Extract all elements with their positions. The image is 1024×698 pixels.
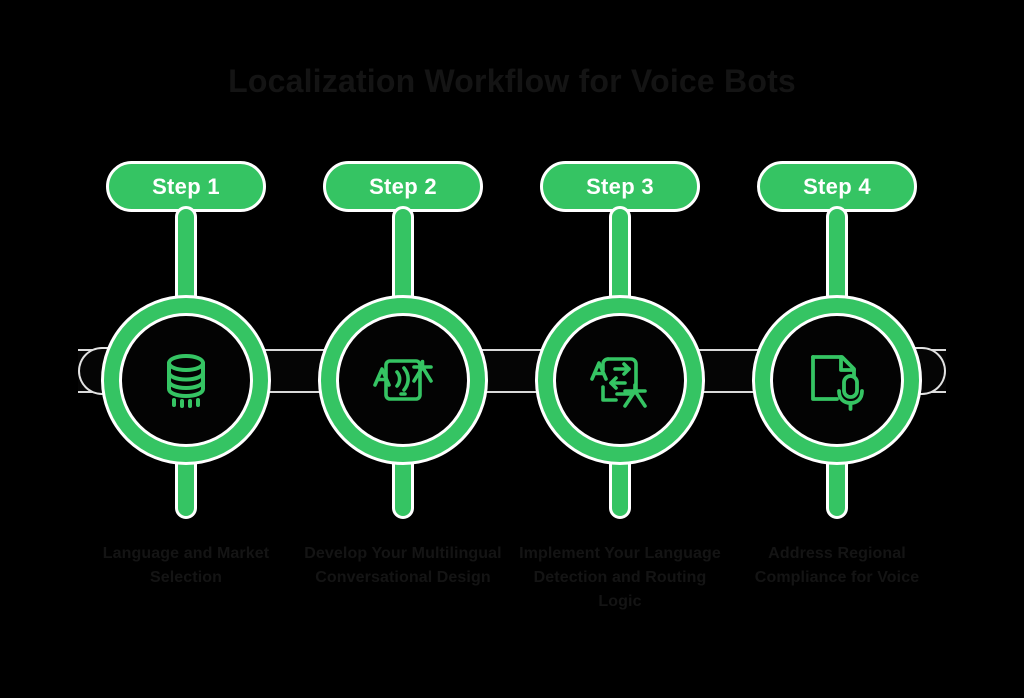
step-caption-4: Address Regional Compliance for Voice	[754, 545, 920, 586]
step-pill-4[interactable]: Step 4	[757, 161, 917, 212]
step-ring-inner-4	[770, 313, 904, 447]
step-ring-3[interactable]	[535, 295, 705, 465]
step-item-2[interactable]: Step 2	[295, 0, 511, 698]
step-pill-label-3: Step 3	[586, 173, 654, 199]
phone-multilingual-voice-icon	[367, 344, 439, 416]
translate-routing-icon	[584, 344, 656, 416]
step-ring-inner-2	[336, 313, 470, 447]
step-ring-4[interactable]	[752, 295, 922, 465]
step-item-4[interactable]: Step 4 Addres	[729, 0, 945, 698]
step-pill-1[interactable]: Step 1	[106, 161, 266, 212]
step-ring-2[interactable]	[318, 295, 488, 465]
step-ring-inner-1	[119, 313, 253, 447]
step-caption-2: Develop Your Multilingual Conversational…	[304, 545, 502, 586]
step-caption-1: Language and Market Selection	[102, 545, 270, 586]
step-ring-inner-3	[553, 313, 687, 447]
step-pill-label-2: Step 2	[369, 173, 437, 199]
step-pill-3[interactable]: Step 3	[540, 161, 700, 212]
step-pill-2[interactable]: Step 2	[323, 161, 483, 212]
step-pill-label-1: Step 1	[152, 173, 220, 199]
database-icon	[150, 344, 222, 416]
step-ring-1[interactable]	[101, 295, 271, 465]
step-item-1[interactable]: Step 1 Langua	[78, 0, 294, 698]
step-item-3[interactable]: Step 3	[512, 0, 728, 698]
document-microphone-icon	[801, 344, 873, 416]
page-title: Localization Workflow for Voice Bots	[228, 63, 796, 99]
step-pill-label-4: Step 4	[803, 173, 871, 199]
step-caption-3: Implement Your Language Detection and Ro…	[519, 545, 721, 610]
